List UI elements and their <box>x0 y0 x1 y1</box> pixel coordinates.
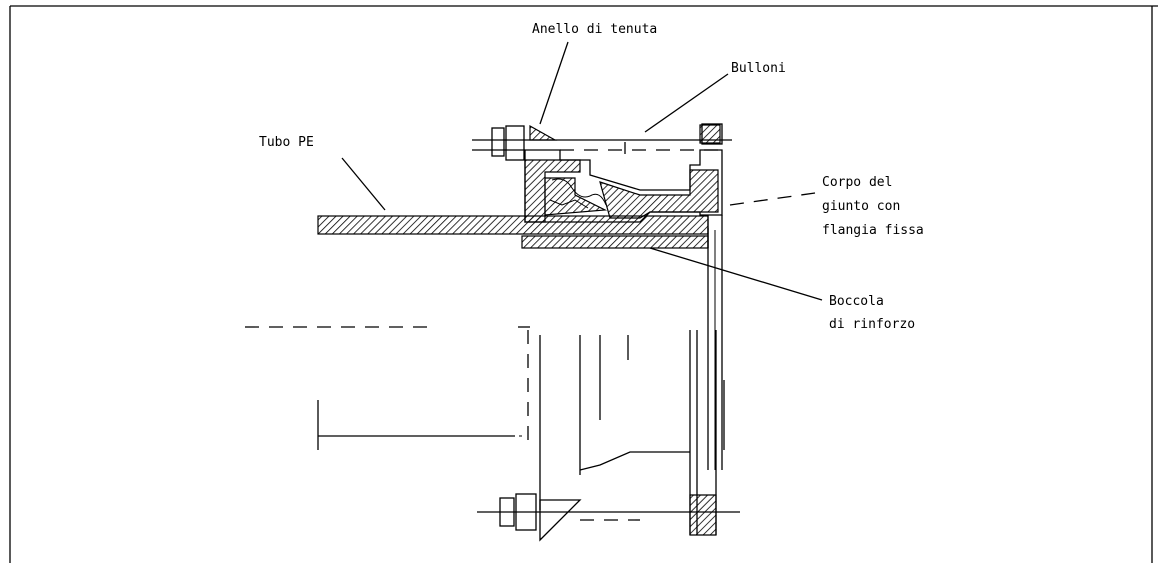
label-bolts: Bulloni <box>731 61 786 76</box>
leader-lines <box>341 41 823 301</box>
diagram-frame <box>9 5 1158 563</box>
bottom-bolt <box>477 493 740 542</box>
label-sealing-ring: Anello di tenuta <box>532 22 657 37</box>
label-joint-body-2: giunto con <box>822 199 900 214</box>
label-joint-body-3: flangia fissa <box>822 223 924 238</box>
label-joint-body-1: Corpo del <box>822 175 892 190</box>
label-pe-pipe: Tubo PE <box>259 135 314 150</box>
label-reinforcement-1: Boccola <box>829 294 884 309</box>
pe-pipe <box>317 215 709 235</box>
lower-body-view <box>245 326 725 536</box>
joint-body <box>524 123 723 470</box>
label-reinforcement-2: di rinforzo <box>829 317 915 332</box>
top-bolt <box>472 124 732 161</box>
